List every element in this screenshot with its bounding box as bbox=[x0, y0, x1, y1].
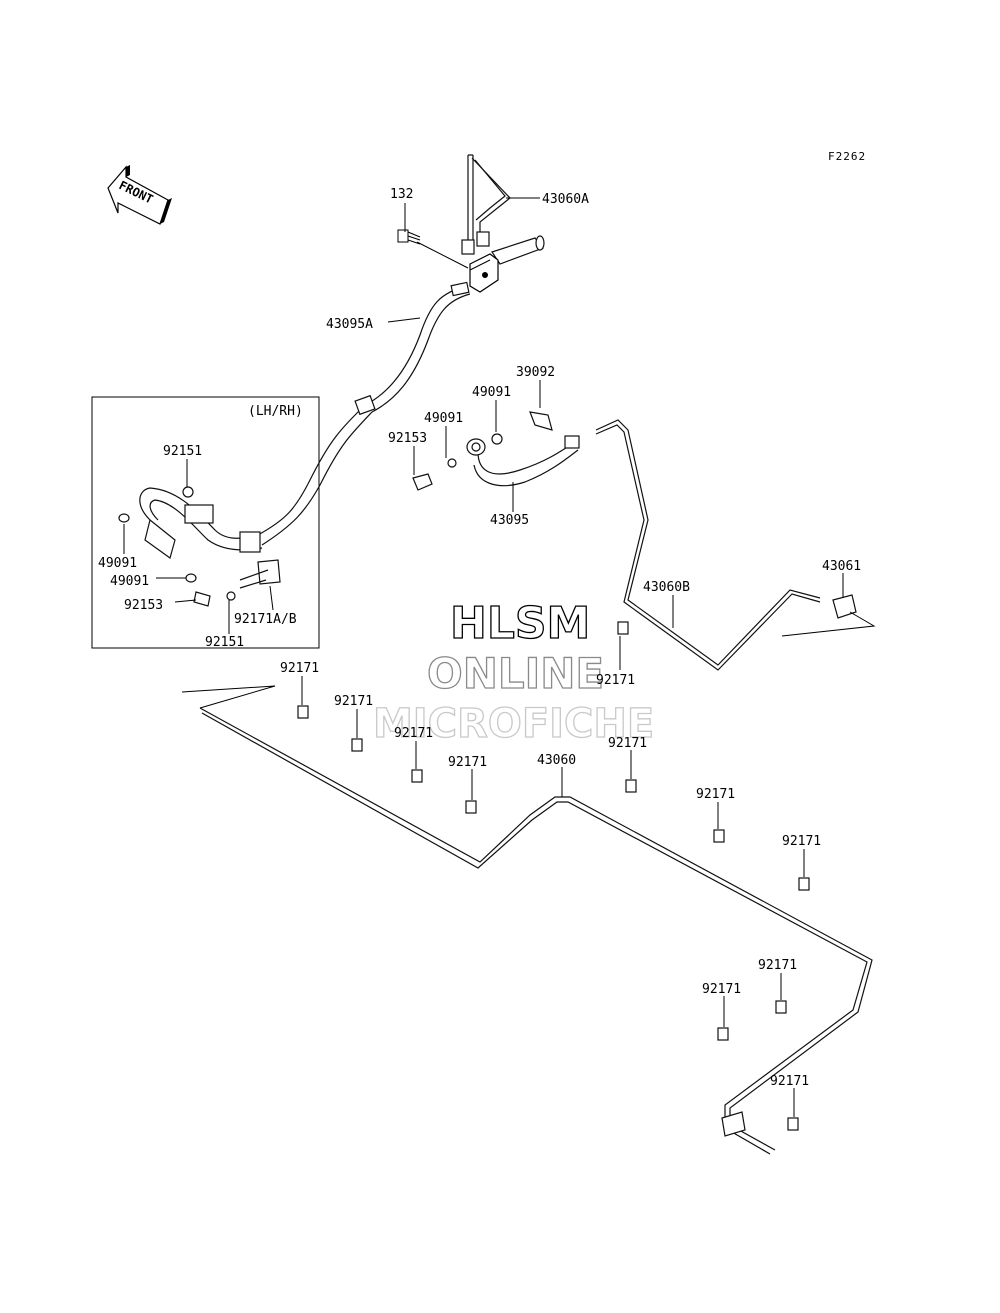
part-label: 92171 bbox=[608, 736, 647, 751]
part-label: 49091 bbox=[98, 556, 137, 571]
part-label: 92171 bbox=[758, 958, 797, 973]
part-label: 92171 bbox=[782, 834, 821, 849]
part-label: 49091 bbox=[110, 574, 149, 589]
brake-hose-43095 bbox=[412, 411, 580, 491]
bolt-132 bbox=[397, 229, 421, 245]
part-label: 132 bbox=[390, 187, 413, 202]
inset-box bbox=[91, 396, 320, 649]
part-label: 92171 bbox=[334, 694, 373, 709]
leader-lines bbox=[123, 197, 844, 1117]
figure-code: F2262 bbox=[828, 150, 866, 163]
part-label: 92151 bbox=[205, 635, 244, 650]
brake-joint bbox=[469, 253, 499, 293]
part-label: 39092 bbox=[516, 365, 555, 380]
part-label: 92171 bbox=[448, 755, 487, 770]
part-label: 92153 bbox=[388, 431, 427, 446]
part-label: 43060 bbox=[537, 753, 576, 768]
part-label: 92171 bbox=[280, 661, 319, 676]
part-label: 92171 bbox=[394, 726, 433, 741]
watermark-line2: ONLINE bbox=[427, 649, 604, 698]
part-label: 92171A/B bbox=[234, 612, 297, 627]
part-label: 43061 bbox=[822, 559, 861, 574]
part-label: 49091 bbox=[472, 385, 511, 400]
inset-label: (LH/RH) bbox=[248, 404, 303, 419]
part-label: 43095A bbox=[326, 317, 373, 332]
front-arrow-icon: FRONT bbox=[107, 165, 172, 225]
watermark: HLSM ONLINE MICROFICHE bbox=[372, 597, 655, 747]
part-label: 92153 bbox=[124, 598, 163, 613]
part-label: 92171 bbox=[696, 787, 735, 802]
brake-hose-43095A bbox=[257, 281, 471, 546]
part-label: 43060A bbox=[542, 192, 589, 207]
part-label: 43060B bbox=[643, 580, 690, 595]
caliper-hose-assembly bbox=[118, 486, 281, 607]
part-label: 49091 bbox=[424, 411, 463, 426]
part-label: 92171 bbox=[770, 1074, 809, 1089]
part-label: 92151 bbox=[163, 444, 202, 459]
part-label: 92171 bbox=[596, 673, 635, 688]
watermark-line1: HLSM bbox=[450, 598, 590, 649]
clip-icon-group bbox=[297, 705, 810, 1131]
watermark-line3: MICROFICHE bbox=[373, 701, 654, 747]
brake-pipe-43060 bbox=[199, 707, 873, 1155]
brake-pipe-43060A bbox=[461, 154, 545, 265]
part-label: 43095 bbox=[490, 513, 529, 528]
part-labels: 132 43060A 43095A 39092 49091 49091 9215… bbox=[98, 187, 861, 1089]
part-label: 92171 bbox=[702, 982, 741, 997]
